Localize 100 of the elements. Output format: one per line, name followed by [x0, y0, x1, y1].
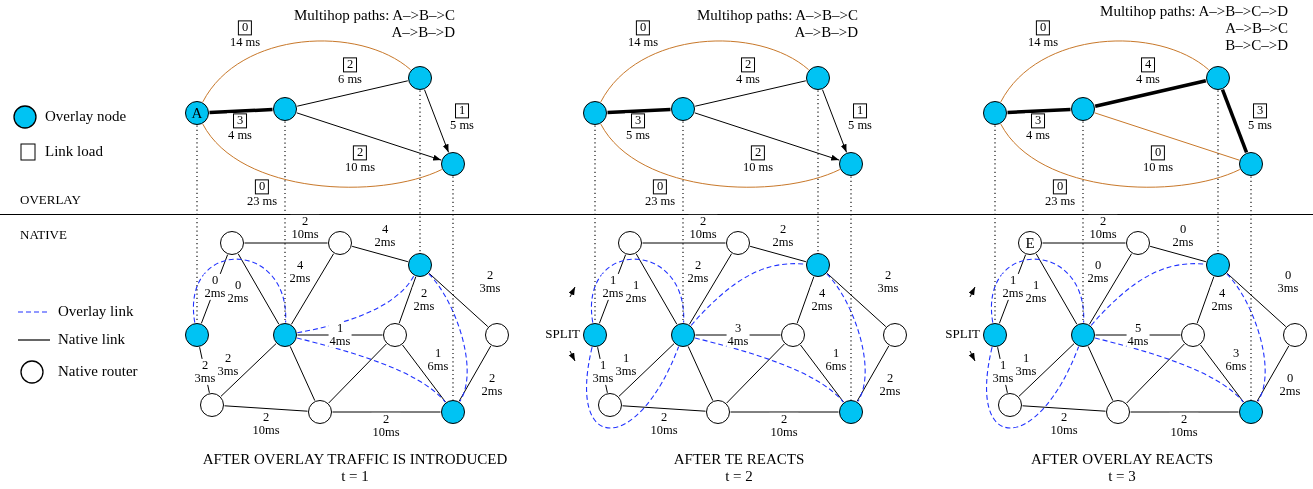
- dashed-link-line: [1226, 273, 1266, 403]
- edge-label: 5 4ms: [1126, 321, 1150, 349]
- arrow: [424, 89, 449, 153]
- link-line: [244, 242, 328, 244]
- native-router: [883, 323, 907, 347]
- link-line: [730, 411, 839, 413]
- overlay-node: [806, 66, 830, 90]
- native-router: [1126, 231, 1150, 255]
- dashed-link-line: [694, 337, 844, 403]
- link-line: [1130, 411, 1239, 413]
- dashed-link-line: [296, 337, 446, 403]
- multihop-paths-text: Multihop paths: A–>B–>C–>D: [1100, 4, 1288, 20]
- edge-label: 1 3ms: [591, 358, 615, 386]
- link-line: [1220, 89, 1249, 153]
- link-line: [332, 411, 441, 413]
- native-router: [1106, 400, 1130, 424]
- link-line: [351, 245, 409, 263]
- dotted-guide-line: [817, 89, 819, 254]
- overlay-node: [839, 152, 863, 176]
- dashed-link-line: [296, 275, 415, 334]
- panel-caption: AFTER TE REACTS: [673, 452, 805, 468]
- link-line: [289, 345, 316, 402]
- link-line: [1035, 253, 1078, 325]
- arrow: [296, 112, 442, 161]
- overlay-node: [408, 253, 432, 277]
- overlay-node: [1239, 400, 1263, 424]
- overlay-node: [983, 323, 1007, 347]
- overlay-node: [983, 101, 1007, 125]
- link-line: [726, 343, 785, 404]
- edge-label: 1 2ms: [1001, 273, 1025, 301]
- link-line: [635, 253, 678, 325]
- link-line: [1087, 345, 1114, 402]
- link-line: [688, 253, 733, 325]
- link-line: [296, 80, 409, 107]
- link-line: [796, 276, 815, 324]
- multihop-paths-text: Multihop paths: A–>B–>C: [696, 8, 858, 24]
- edge-label: 1 3ms: [991, 358, 1015, 386]
- edge-label: 2 3ms: [193, 358, 217, 386]
- link-line: [856, 345, 890, 402]
- link-line: [1196, 276, 1215, 324]
- overlay-node: [671, 323, 695, 347]
- link-line: [1088, 253, 1133, 325]
- native-router: [220, 231, 244, 255]
- link-line: [622, 405, 706, 412]
- link-line: [1126, 343, 1185, 404]
- dotted-guide-line: [419, 89, 421, 254]
- link-line: [694, 80, 807, 107]
- link-line: [1094, 112, 1240, 161]
- split-label: SPLIT: [945, 327, 980, 341]
- arrow: [822, 89, 847, 153]
- dashed-link-line: [991, 258, 1085, 324]
- link-line: [328, 343, 387, 404]
- overlay-node: [1071, 323, 1095, 347]
- native-router: [998, 393, 1022, 417]
- native-router: [383, 323, 407, 347]
- link-line: [1094, 79, 1207, 108]
- panel-caption: AFTER OVERLAY REACTS: [1030, 452, 1214, 468]
- legend-label: Overlay node: [45, 109, 127, 125]
- overlay-node: [1206, 253, 1230, 277]
- overlay-node: [583, 101, 607, 125]
- multihop-paths-text: A–>B–>C: [1225, 21, 1288, 37]
- overlay-node: [1071, 97, 1095, 121]
- overlay-node: [408, 66, 432, 90]
- time-label: t = 2: [725, 469, 753, 485]
- overlay-node: [273, 97, 297, 121]
- link-line: [1022, 405, 1106, 412]
- link-line: [1042, 242, 1126, 244]
- native-router: [1283, 323, 1307, 347]
- link-line: [1007, 107, 1071, 115]
- dashed-link-line: [826, 273, 866, 403]
- link-line: [687, 345, 714, 402]
- overlay-node: [185, 323, 209, 347]
- dashed-link-line: [986, 346, 1080, 429]
- legend-label: Link load: [45, 144, 103, 160]
- overlay-node: [441, 152, 465, 176]
- multihop-paths-text: B–>C–>D: [1225, 38, 1288, 54]
- native-router: [308, 400, 332, 424]
- native-router: E: [1018, 231, 1042, 255]
- curved-link-line: [1000, 123, 1241, 188]
- section-label: NATIVE: [20, 228, 67, 242]
- split-label: SPLIT: [545, 327, 580, 341]
- native-router: [706, 400, 730, 424]
- link-line: [428, 272, 489, 328]
- link-line: [458, 345, 492, 402]
- curved-link-line: [202, 123, 443, 188]
- curved-link-line: [202, 40, 412, 103]
- native-router: [781, 323, 805, 347]
- overlay-node: [839, 400, 863, 424]
- edge-label: 1 4ms: [328, 321, 352, 349]
- legend-label: Native router: [58, 364, 138, 380]
- overlay-node: A: [185, 101, 209, 125]
- link-line: [220, 343, 277, 397]
- native-router: [200, 393, 224, 417]
- arrow: [694, 112, 840, 161]
- link-line: [1226, 272, 1287, 328]
- overlay-node: [273, 323, 297, 347]
- link-line: [209, 107, 273, 115]
- time-label: t = 1: [341, 469, 369, 485]
- native-router: [598, 393, 622, 417]
- dashed-link-line: [193, 258, 287, 324]
